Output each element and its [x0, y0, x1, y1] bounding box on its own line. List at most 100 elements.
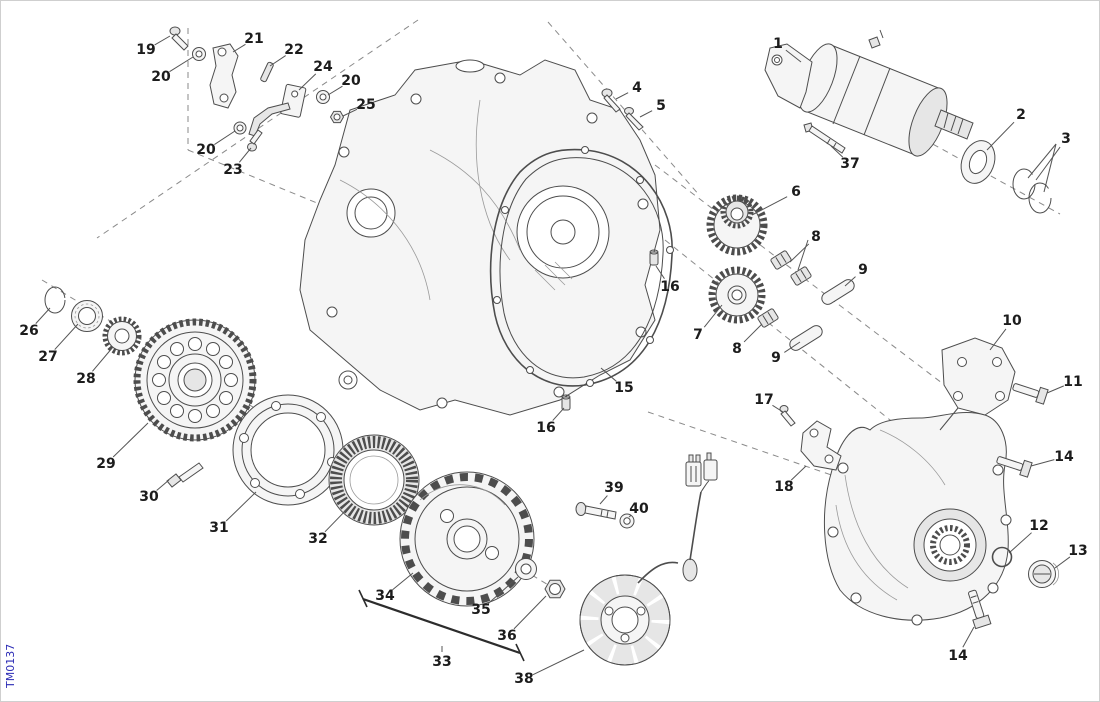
- starter-shaft: [934, 109, 974, 140]
- part-label: 22: [284, 42, 303, 58]
- wire-connector-b: [703, 459, 718, 481]
- starter-driven-gear-29: [133, 318, 257, 442]
- leader-line: [238, 147, 252, 163]
- leader-line: [92, 346, 114, 372]
- part-label: 5: [656, 98, 666, 114]
- leader-line: [962, 626, 975, 648]
- wire-grommet: [682, 558, 698, 582]
- small-sprocket-28: [102, 316, 142, 356]
- part-label: 8: [811, 229, 821, 245]
- part-label: 21: [244, 31, 263, 47]
- part-label: 39: [604, 480, 623, 496]
- leader-line: [615, 92, 629, 100]
- flywheel-nut-36: [544, 579, 566, 599]
- idler-gear-lower: [708, 266, 766, 324]
- leader-line: [35, 307, 51, 324]
- idler-gear-upper: [706, 194, 768, 256]
- leader-line: [232, 43, 246, 53]
- washer-40: [619, 513, 635, 529]
- cover-gasket: [489, 146, 674, 387]
- part-label: 38: [514, 671, 533, 687]
- part-label: 20: [341, 73, 361, 89]
- leader-line: [1035, 146, 1061, 181]
- part-label: 2: [1016, 107, 1026, 123]
- part-label: 14: [948, 648, 968, 664]
- needle-rollers: [757, 239, 812, 328]
- stator-38: [579, 574, 671, 666]
- inspection-plug: [1028, 560, 1059, 588]
- part-label: 31: [209, 520, 228, 536]
- part-label: 13: [1068, 543, 1087, 559]
- leader-line: [513, 595, 547, 630]
- screw-5: [624, 107, 644, 131]
- bolt-14-upper: [996, 456, 1033, 478]
- part-label: 19: [136, 42, 155, 58]
- o-ring: [991, 546, 1013, 568]
- leader-line: [599, 495, 608, 505]
- idler-shafts: [789, 279, 855, 351]
- part-label: 37: [840, 156, 859, 172]
- part-label: 7: [693, 327, 703, 343]
- washer-27: [71, 300, 103, 332]
- screw-17: [779, 405, 796, 427]
- leader-line: [844, 276, 856, 287]
- part-label: 32: [308, 531, 327, 547]
- part-label: 25: [356, 97, 375, 113]
- part-label: 36: [497, 628, 516, 644]
- part-label: 16: [660, 279, 679, 295]
- washer-20a: [192, 47, 206, 61]
- washer-20c: [233, 121, 247, 135]
- leader-line: [154, 35, 171, 46]
- leader-line: [324, 505, 351, 533]
- part-label: 17: [754, 392, 773, 408]
- part-label: 29: [96, 456, 115, 472]
- part-label: 3: [1061, 131, 1071, 147]
- leader-line: [784, 341, 801, 353]
- part-label: 16: [536, 420, 555, 436]
- leader-line: [830, 145, 844, 158]
- leader-line: [790, 465, 807, 481]
- wire-connector-a: [685, 461, 702, 487]
- part-label: 8: [732, 341, 742, 357]
- watermark-code: TM0137: [4, 644, 17, 689]
- starter-bolt-37: [803, 122, 846, 154]
- part-label: 10: [1002, 313, 1022, 329]
- starter-terminal: [868, 36, 881, 49]
- leader-line: [532, 649, 585, 676]
- leader-line: [1008, 532, 1032, 554]
- bracket-21: [209, 43, 239, 109]
- one-way-clutch-32: [328, 434, 420, 526]
- screw-4: [601, 88, 621, 113]
- pin-22: [260, 61, 274, 83]
- ignition-cover: [823, 337, 1016, 626]
- part-label: 12: [1029, 518, 1048, 534]
- leader-line: [112, 422, 149, 458]
- retainer-plate-31: [232, 394, 344, 506]
- bolt-11: [1012, 383, 1049, 405]
- leader-line: [785, 49, 802, 63]
- washer-20b: [316, 90, 330, 104]
- flywheel-rotor-34: [399, 471, 535, 607]
- part-label: 11: [1063, 374, 1082, 390]
- leader-line: [54, 323, 79, 350]
- cable-bracket: [800, 420, 842, 471]
- leader-line: [392, 572, 414, 591]
- leader-line: [655, 265, 665, 279]
- leader-line: [751, 196, 788, 216]
- screw-19: [169, 26, 189, 51]
- part-label: 14: [1054, 449, 1074, 465]
- part-label: 18: [774, 479, 793, 495]
- leader-line: [269, 55, 286, 67]
- leader-line: [600, 367, 617, 382]
- bolt-39: [575, 502, 617, 520]
- leader-line: [989, 328, 1007, 351]
- leader-line: [1030, 459, 1055, 467]
- starter-bushing: [960, 140, 996, 184]
- leader-line: [488, 576, 519, 604]
- crankcase: [299, 59, 661, 416]
- part-label: 15: [614, 380, 633, 396]
- part-label: 27: [38, 349, 57, 365]
- leader-line: [342, 108, 358, 117]
